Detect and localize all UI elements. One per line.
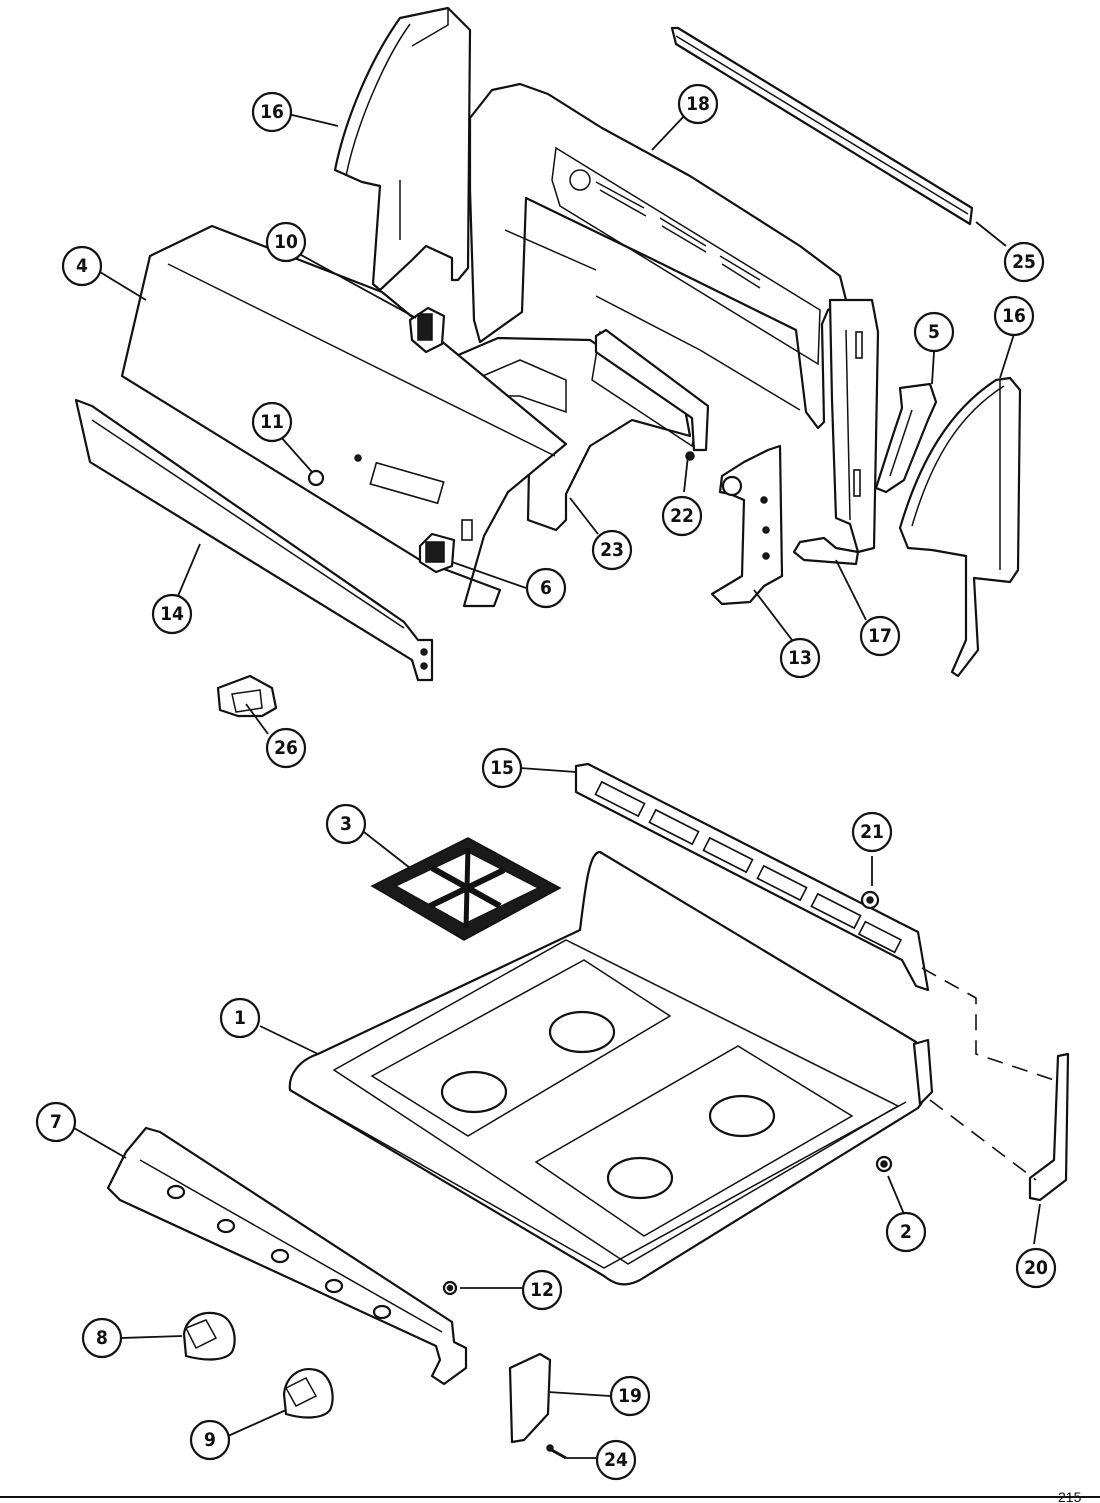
- callout-6: 6: [525, 567, 567, 609]
- callout-label-14: 14: [160, 603, 184, 625]
- callout-label-11: 11: [260, 411, 284, 433]
- callout-21: 21: [851, 811, 893, 853]
- part-top-trim-strip: [670, 26, 974, 226]
- callout-3: 3: [325, 803, 367, 845]
- part-front-trim: [74, 398, 434, 682]
- part-support-bracket-left: [710, 444, 784, 606]
- part-switch: [408, 306, 446, 354]
- callout-13: 13: [779, 637, 821, 679]
- callout-15: 15: [481, 747, 523, 789]
- callout-label-16a: 16: [260, 101, 284, 123]
- part-side-bracket: [874, 382, 938, 494]
- part-backguard-frame: [468, 82, 880, 554]
- part-screw-24: [546, 1444, 567, 1460]
- part-retainer-clip: [216, 674, 278, 718]
- part-left-end-cap: [333, 6, 472, 292]
- callout-25: 25: [1003, 241, 1045, 283]
- callout-label-24: 24: [604, 1449, 628, 1471]
- part-end-cover: [508, 1352, 552, 1444]
- callout-label-10: 10: [274, 231, 298, 253]
- callout-2: 2: [885, 1211, 927, 1253]
- callout-16a: 16: [251, 91, 293, 133]
- callout-label-15: 15: [490, 757, 514, 779]
- callout-label-12: 12: [530, 1279, 554, 1301]
- callout-9: 9: [189, 1419, 231, 1461]
- callout-24: 24: [595, 1439, 637, 1481]
- footer-code: 215: [1058, 1489, 1082, 1503]
- part-clip: [307, 469, 325, 487]
- callout-22: 22: [661, 495, 703, 537]
- part-right-end-cap: [898, 376, 1022, 678]
- part-screw-2: [875, 1155, 893, 1173]
- callout-4: 4: [61, 245, 103, 287]
- part-burner-grate: [370, 837, 562, 941]
- callout-label-8: 8: [96, 1327, 108, 1349]
- callout-19: 19: [609, 1375, 651, 1417]
- callout-5: 5: [913, 311, 955, 353]
- part-grommet: [442, 1280, 458, 1296]
- callout-label-18: 18: [686, 93, 710, 115]
- callout-label-7: 7: [50, 1111, 62, 1133]
- callout-label-25: 25: [1012, 251, 1036, 273]
- callout-26: 26: [265, 727, 307, 769]
- callout-label-1: 1: [234, 1007, 246, 1029]
- callout-12: 12: [521, 1269, 563, 1311]
- callout-label-5: 5: [928, 321, 940, 343]
- part-rocker-switch: [418, 532, 456, 574]
- callout-label-21: 21: [860, 821, 884, 843]
- part-screw-21: [860, 890, 880, 910]
- leader-lines: [73, 113, 1041, 1459]
- part-manifold-panel: [106, 1126, 468, 1386]
- callout-8: 8: [81, 1317, 123, 1359]
- callout-7: 7: [35, 1101, 77, 1143]
- part-control-panel: [120, 224, 568, 608]
- callout-label-3: 3: [340, 813, 352, 835]
- callout-20: 20: [1015, 1247, 1057, 1289]
- callout-18: 18: [677, 83, 719, 125]
- callout-label-22: 22: [670, 505, 694, 527]
- callout-label-20: 20: [1024, 1257, 1048, 1279]
- callout-10: 10: [265, 221, 307, 263]
- callout-14: 14: [151, 593, 193, 635]
- callout-label-9: 9: [204, 1429, 216, 1451]
- callout-label-13: 13: [788, 647, 812, 669]
- callout-label-4: 4: [76, 255, 88, 277]
- callout-label-6: 6: [540, 577, 552, 599]
- part-support-bracket-right: [792, 536, 860, 566]
- part-side-trim: [1028, 1052, 1070, 1202]
- callout-label-23: 23: [600, 539, 624, 561]
- callout-label-2: 2: [900, 1221, 912, 1243]
- callout-11: 11: [251, 401, 293, 443]
- callout-16b: 16: [993, 295, 1035, 337]
- callout-1: 1: [219, 997, 261, 1039]
- part-knob-9: [282, 1368, 334, 1419]
- part-knob-8: [182, 1311, 236, 1361]
- part-cooktop: [288, 850, 934, 1286]
- callout-label-17: 17: [868, 625, 892, 647]
- part-vent-strip: [574, 762, 930, 992]
- assembly-guide-lines: [921, 967, 1055, 1181]
- callout-label-16b: 16: [1002, 305, 1026, 327]
- callout-17: 17: [859, 615, 901, 657]
- callout-23: 23: [591, 529, 633, 571]
- callout-label-19: 19: [618, 1385, 642, 1407]
- callout-label-26: 26: [274, 737, 298, 759]
